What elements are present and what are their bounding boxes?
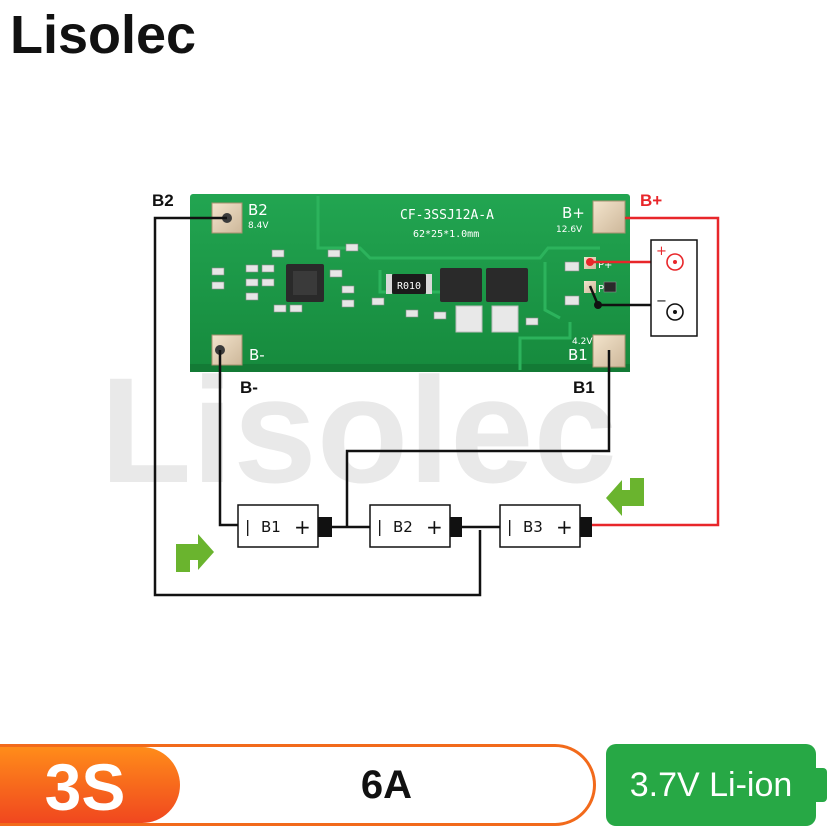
pcb-edge-shade (190, 364, 630, 372)
label-bminus: B- (240, 378, 258, 397)
mosfet-tab (455, 305, 483, 333)
shunt-resistor (392, 274, 426, 294)
pcb-trace (316, 196, 600, 260)
wire-bplus (592, 216, 720, 527)
battery-cell: | B3 + (499, 504, 592, 548)
battery-cell-neg: | (377, 517, 382, 536)
battery-cell-label: B3 (523, 518, 543, 536)
silk-pminus: P- (598, 284, 608, 295)
pcb-trace (543, 262, 561, 320)
smd-components (211, 243, 617, 326)
battery-cell-pos: + (556, 515, 573, 539)
silk-model: CF-3SSJ12A-A (400, 208, 494, 223)
mosfet (440, 268, 482, 302)
arrow-start-icon (176, 534, 214, 572)
label-bplus: B+ (640, 191, 662, 210)
silk-b1-voltage: 4.2V (572, 337, 593, 347)
shunt-resistor-code: R010 (397, 281, 421, 292)
current-rating: 6A (360, 762, 413, 807)
label-b2: B2 (152, 191, 174, 210)
battery-cell-terminal (580, 517, 592, 537)
series-count: 3S (44, 750, 126, 824)
battery-tip-icon (816, 768, 827, 802)
spec-bar: 3S 6A 3.7V Li-ion (0, 744, 831, 831)
ic-chip-core (293, 271, 317, 295)
spec-pill: 3S 6A (0, 744, 596, 826)
battery-cell: | B2 + (369, 504, 462, 548)
battery-cell-terminal (318, 517, 332, 537)
battery-cell-pos: + (294, 515, 311, 539)
battery-cell: | B1 + (237, 504, 332, 548)
shunt-resistor-cap (426, 274, 432, 294)
terminal-plus-sign: + (656, 244, 667, 259)
terminal-plus-dot (673, 260, 677, 264)
battery-cell-neg: | (245, 517, 250, 536)
pcb-trace (518, 322, 572, 370)
silk-b1-label: B1 (568, 346, 588, 364)
terminal-minus-icon (666, 303, 684, 321)
mosfet-tab (491, 305, 519, 333)
silk-bminus-label: B- (249, 346, 265, 364)
terminal-plus-icon (666, 253, 684, 271)
battery-cell-body (237, 504, 319, 548)
wire-bminus (218, 350, 238, 527)
black-wiring (153, 216, 660, 597)
battery-cell-label: B1 (261, 518, 281, 536)
battery-cell-pos: + (426, 515, 443, 539)
terminal-minus-sign: − (656, 294, 667, 309)
watermark-text: Lisolec (100, 346, 617, 514)
label-b1: B1 (573, 378, 595, 397)
pad-bplus (592, 200, 626, 234)
terminal-minus-dot (673, 310, 677, 314)
silk-b2-label: B2 (248, 201, 268, 219)
silk-dimensions: 62*25*1.0mm (413, 229, 479, 240)
series-tag: 3S (0, 747, 180, 823)
silk-b2-voltage: 8.4V (248, 221, 269, 231)
battery-cell-label: B2 (393, 518, 413, 536)
chemistry-badge: 3.7V Li-ion (606, 744, 816, 826)
brand-logo: Lisolec (10, 5, 197, 65)
battery-cell-neg: | (507, 517, 512, 536)
battery-cell-body (499, 504, 581, 548)
bms-wiring-diagram: Lisolec B2 8.4V B+ 12.6V B- B1 4.2V CF-3… (100, 191, 720, 597)
silk-bplus-label: B+ (562, 204, 585, 222)
wire-b2 (153, 216, 482, 597)
shunt-resistor-cap (386, 274, 392, 294)
junction-pplus (586, 258, 594, 266)
pcb-board: B2 8.4V B+ 12.6V B- B1 4.2V CF-3SSJ12A-A… (190, 194, 630, 372)
silk-pplus: P+ (598, 260, 612, 271)
wire-b1 (345, 350, 611, 527)
output-terminal-box: + − (650, 239, 698, 337)
red-wiring (590, 216, 720, 527)
battery-cell-terminal (450, 517, 462, 537)
silk-bplus-voltage: 12.6V (556, 225, 583, 235)
mosfet (486, 268, 528, 302)
arrow-end-icon (606, 478, 644, 516)
junction-pminus (594, 301, 602, 309)
